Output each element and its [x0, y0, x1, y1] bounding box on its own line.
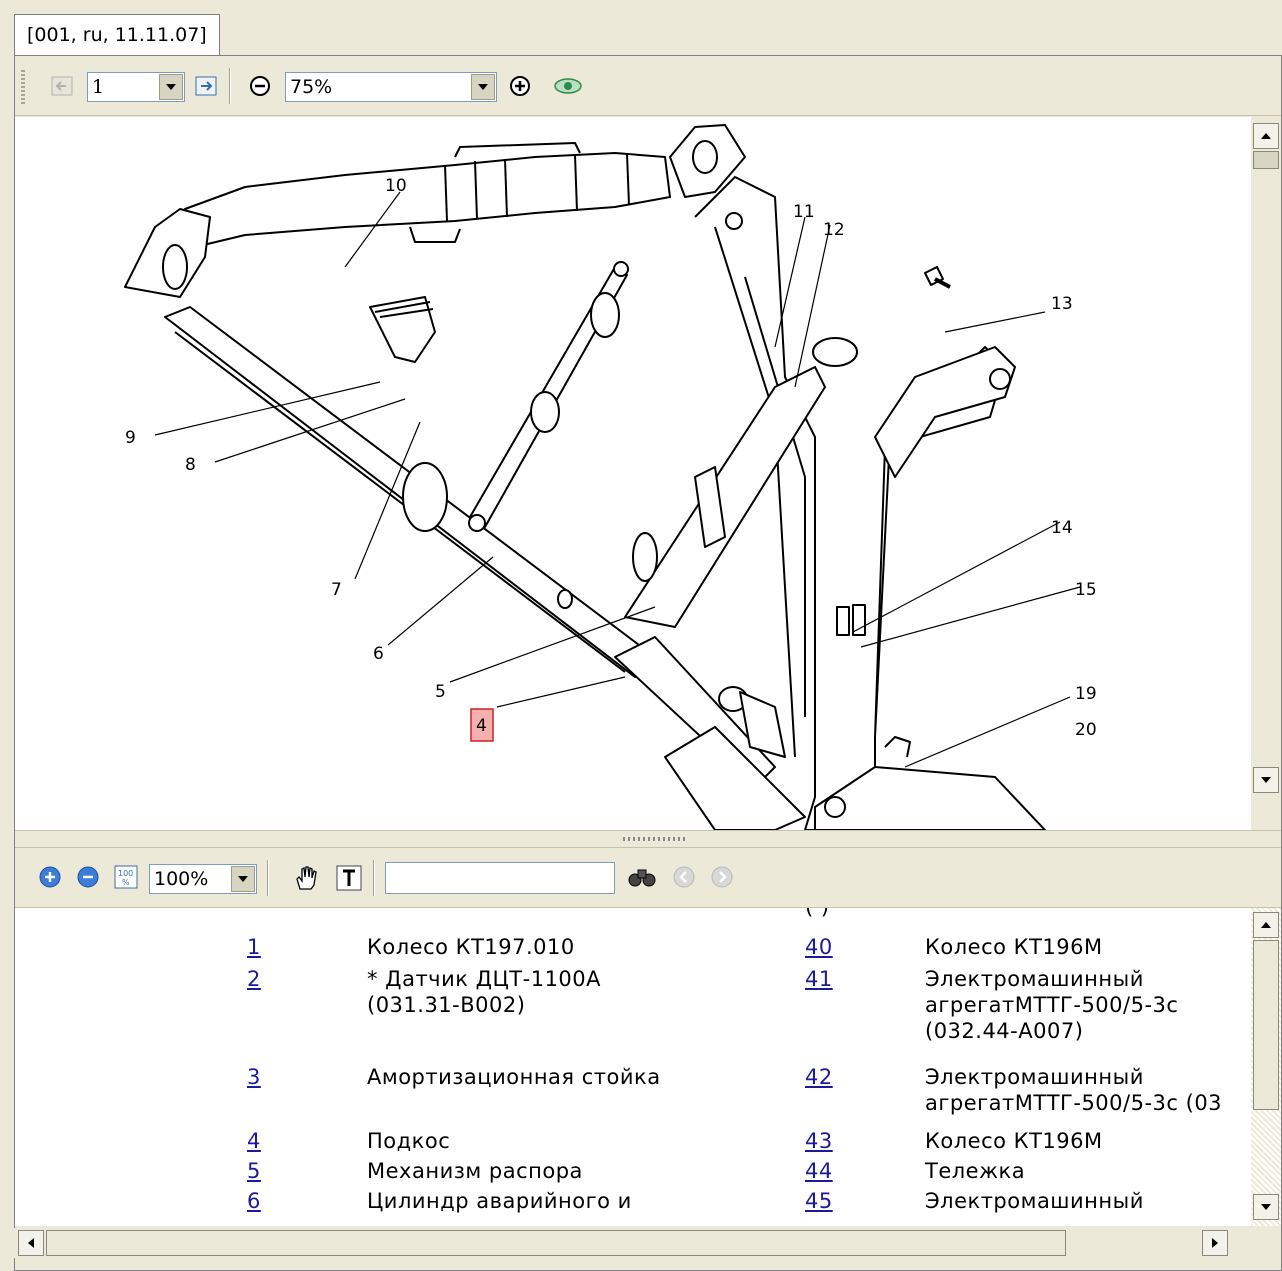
scroll-down-icon[interactable]: [1253, 1194, 1279, 1220]
svg-text:100: 100: [118, 869, 133, 878]
part-name-44: Тележка: [925, 1159, 1026, 1183]
part-name-45: Электромашинный: [925, 1189, 1144, 1213]
zoom-out-icon[interactable]: [247, 73, 273, 99]
part-link-40[interactable]: 40: [805, 935, 833, 959]
part-link-5[interactable]: 5: [247, 1159, 261, 1183]
part-link-45[interactable]: 45: [805, 1189, 833, 1213]
callout-15[interactable]: 15: [1075, 580, 1097, 600]
landing-gear-diagram: 10 11 12 13 9 8 7 6 5 4 14 15 19 20: [124, 124, 1097, 830]
callout-13[interactable]: 13: [1051, 294, 1073, 314]
part-name-5: Механизм распора: [367, 1159, 583, 1183]
part-name-42-line2: агрегатМТТГ-500/5-3с (03: [925, 1091, 1223, 1115]
page-number-value: 1: [92, 76, 105, 98]
part-name-43: Колесо КТ196М: [925, 1129, 1103, 1153]
prev-page-icon[interactable]: [49, 73, 75, 99]
part-name-3: Амортизационная стойка: [367, 1065, 661, 1089]
part-link-42[interactable]: 42: [805, 1065, 833, 1089]
scroll-thumb[interactable]: [1253, 940, 1279, 1110]
callout-12[interactable]: 12: [823, 220, 845, 240]
part-name-41: Электромашинный: [925, 967, 1144, 991]
scroll-up-icon[interactable]: [1253, 912, 1279, 938]
pane-splitter[interactable]: [15, 830, 1281, 848]
splitter-grip: [623, 837, 687, 841]
diagram-vertical-scrollbar[interactable]: [1251, 117, 1281, 830]
callout-6[interactable]: 6: [373, 644, 384, 664]
scroll-thumb[interactable]: [46, 1230, 1066, 1256]
find-previous-icon[interactable]: [671, 864, 697, 890]
part-name-42: Электромашинный: [925, 1065, 1144, 1089]
list-toolbar: 100% 100%: [15, 848, 1281, 908]
zoom-in-icon[interactable]: [37, 864, 63, 890]
part-name-2-line2: (031.31-В002): [367, 993, 526, 1017]
part-link-4[interactable]: 4: [247, 1129, 261, 1153]
part-link-6[interactable]: 6: [247, 1189, 261, 1213]
find-next-icon[interactable]: [709, 864, 735, 890]
diagram-viewer[interactable]: 10 11 12 13 9 8 7 6 5 4 14 15 19 20: [15, 117, 1281, 830]
part-link-2[interactable]: 2: [247, 967, 261, 991]
zoom-in-icon[interactable]: [507, 73, 533, 99]
actual-size-icon[interactable]: 100%: [113, 864, 139, 890]
scroll-up-icon[interactable]: [1253, 123, 1279, 149]
list-zoom-value: 100%: [154, 868, 209, 890]
binoculars-icon[interactable]: [627, 864, 657, 890]
scroll-right-icon[interactable]: [1202, 1230, 1228, 1256]
zoom-value: 75%: [290, 76, 333, 98]
chevron-down-icon[interactable]: [231, 866, 255, 892]
callout-10[interactable]: 10: [385, 176, 407, 196]
page-number-select[interactable]: 1: [87, 72, 185, 102]
search-input[interactable]: [385, 862, 615, 894]
list-zoom-select[interactable]: 100%: [149, 864, 257, 894]
scroll-left-icon[interactable]: [18, 1230, 44, 1256]
callout-20[interactable]: 20: [1075, 720, 1097, 740]
callout-8[interactable]: 8: [185, 455, 196, 475]
toolbar-separator: [267, 860, 269, 896]
part-link-1[interactable]: 1: [247, 935, 261, 959]
part-link-41[interactable]: 41: [805, 967, 833, 991]
parts-list: ( ) 1 Колесо КТ197.010 2 * Датчик ДЦТ-11…: [15, 908, 1251, 1226]
part-link-43[interactable]: 43: [805, 1129, 833, 1153]
scroll-thumb[interactable]: [1253, 151, 1279, 169]
viewer-frame: 1 75%: [14, 55, 1282, 1271]
part-name-6: Цилиндр аварийного и: [367, 1189, 632, 1213]
top-fragment: ( ): [805, 908, 830, 920]
view-eye-icon[interactable]: [551, 73, 585, 99]
viewer-toolbar: 1 75%: [15, 56, 1281, 116]
part-name-40: Колесо КТ196М: [925, 935, 1103, 959]
toolbar-separator: [229, 68, 231, 104]
document-tab[interactable]: [001, ru, 11.11.07]: [14, 14, 220, 56]
zoom-out-icon[interactable]: [75, 864, 101, 890]
part-name-2: * Датчик ДЦТ-1100А: [367, 967, 602, 991]
list-horizontal-scrollbar[interactable]: [14, 1228, 1250, 1258]
callout-4[interactable]: 4: [476, 716, 487, 736]
callout-14[interactable]: 14: [1051, 518, 1073, 538]
part-name-4: Подкос: [367, 1129, 451, 1153]
hand-tool-icon[interactable]: [289, 861, 323, 895]
svg-text:%: %: [122, 878, 130, 887]
list-vertical-scrollbar[interactable]: [1251, 908, 1281, 1226]
text-select-icon[interactable]: [333, 862, 365, 894]
callout-4-highlight: [470, 708, 494, 742]
scroll-down-icon[interactable]: [1253, 767, 1279, 793]
part-link-44[interactable]: 44: [805, 1159, 833, 1183]
part-name-1: Колесо КТ197.010: [367, 935, 575, 959]
callout-7[interactable]: 7: [331, 580, 342, 600]
toolbar-separator: [373, 860, 375, 896]
part-name-41-line3: (032.44-А007): [925, 1019, 1084, 1043]
callout-9[interactable]: 9: [125, 428, 136, 448]
tab-strip: [001, ru, 11.11.07]: [0, 0, 1282, 56]
callout-19[interactable]: 19: [1075, 684, 1097, 704]
part-name-41-line2: агрегатМТТГ-500/5-3с: [925, 993, 1179, 1017]
go-to-page-icon[interactable]: [193, 73, 219, 99]
toolbar-grip[interactable]: [21, 70, 25, 104]
part-link-3[interactable]: 3: [247, 1065, 261, 1089]
chevron-down-icon[interactable]: [159, 74, 183, 100]
chevron-down-icon[interactable]: [471, 74, 495, 100]
callout-11[interactable]: 11: [793, 202, 815, 222]
callout-5[interactable]: 5: [435, 682, 446, 702]
zoom-select[interactable]: 75%: [285, 72, 497, 102]
